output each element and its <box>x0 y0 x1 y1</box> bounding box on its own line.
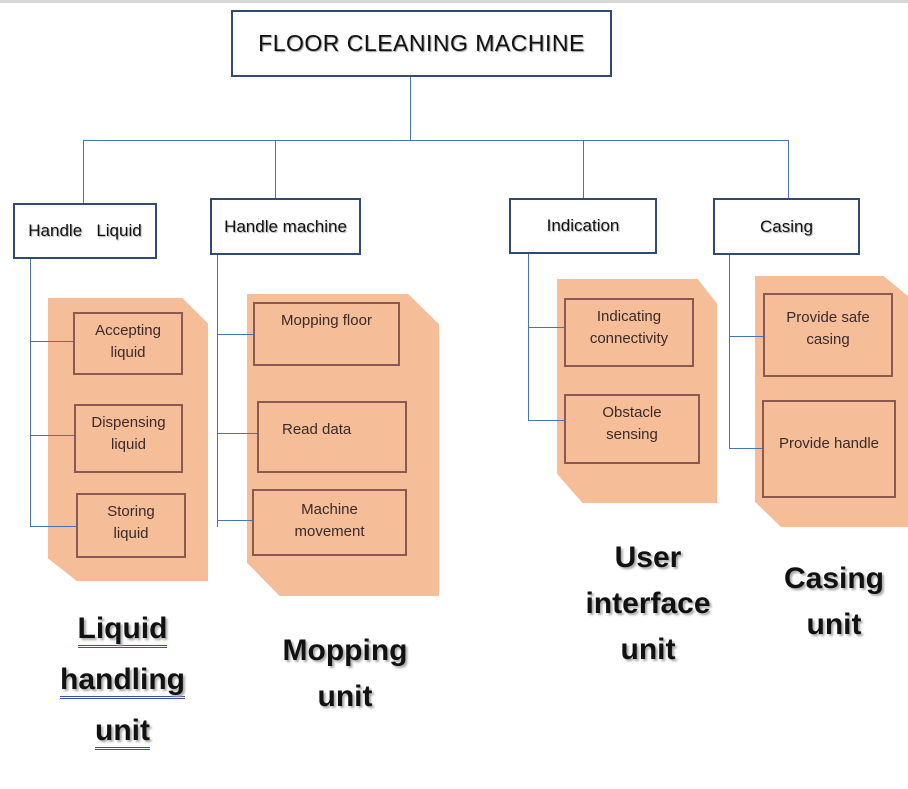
branch-accepting <box>30 341 74 342</box>
branch-storing <box>30 526 77 527</box>
category-label: Handle machine <box>224 216 347 236</box>
leaf-line: liquid <box>110 344 146 361</box>
unit-caption-line: interface <box>585 587 711 620</box>
leaf-indicating-connectivity: Indicating connectivity <box>564 298 694 367</box>
branch-machine-movement <box>217 520 253 521</box>
leaf-line: liquid <box>113 525 149 542</box>
leaf-line: Machine <box>301 501 358 518</box>
window-top-border <box>0 0 908 3</box>
root-node: FLOOR CLEANING MACHINE <box>231 10 612 77</box>
root-label: FLOOR CLEANING MACHINE <box>258 30 585 56</box>
unit-caption-line: unit <box>806 608 862 641</box>
unit-caption-line: Liquid <box>40 603 205 654</box>
spine-indication <box>528 254 529 421</box>
connector-drop-casing <box>788 140 789 198</box>
leaf-accepting-liquid: Accepting liquid <box>73 312 183 375</box>
unit-caption-line: Mopping <box>282 634 408 667</box>
leaf-provide-safe-casing: Provide safe casing <box>763 293 893 377</box>
unit-caption-line: unit <box>317 680 373 713</box>
leaf-line: Obstacle <box>602 404 662 421</box>
unit-caption-line: User <box>614 541 682 574</box>
leaf-line: Provide handle <box>778 435 880 452</box>
branch-handle <box>729 448 763 449</box>
unit-caption-mopping: Mopping unit <box>260 628 430 720</box>
unit-caption-casing: Casing unit <box>758 556 908 648</box>
leaf-line: Provide safe <box>786 309 870 326</box>
category-label: Casing <box>760 216 813 236</box>
leaf-obstacle-sensing: Obstacle sensing <box>564 394 700 464</box>
leaf-line: sensing <box>606 426 658 443</box>
category-label: Indication <box>546 216 620 235</box>
leaf-line: Mopping floor <box>281 312 372 329</box>
category-handle-machine: Handle machine <box>210 198 361 255</box>
leaf-line: Accepting <box>95 322 161 339</box>
unit-caption-line: unit <box>620 633 676 666</box>
unit-caption-line: handling <box>40 654 205 705</box>
leaf-line: Dispensing <box>91 414 166 431</box>
spine-liquid <box>30 259 31 527</box>
connector-drop-handle-liquid <box>83 140 84 203</box>
leaf-line: Read data <box>282 421 352 438</box>
connector-horizontal-bus <box>83 140 789 141</box>
branch-read-data <box>217 433 258 434</box>
spine-casing <box>729 255 730 449</box>
connector-drop-handle-machine <box>275 140 276 198</box>
leaf-storing-liquid: Storing liquid <box>76 493 186 558</box>
leaf-read-data: Read data <box>257 401 407 473</box>
leaf-line: Indicating <box>596 308 662 325</box>
unit-caption-liquid-handling: Liquid handling unit <box>40 603 205 756</box>
leaf-machine-movement: Machine movement <box>252 489 407 556</box>
category-label: Handle Liquid <box>28 221 142 240</box>
category-casing: Casing <box>713 198 860 255</box>
unit-caption-user-interface: User interface unit <box>563 535 733 673</box>
leaf-dispensing-liquid: Dispensing liquid <box>74 404 183 473</box>
branch-mopping-floor <box>217 334 254 335</box>
leaf-line: liquid <box>110 436 147 453</box>
leaf-line: casing <box>806 331 850 348</box>
unit-caption-line: unit <box>40 705 205 756</box>
branch-dispensing <box>30 435 75 436</box>
leaf-mopping-floor: Mopping floor <box>253 302 400 366</box>
leaf-line: connectivity <box>589 330 669 347</box>
leaf-line: movement <box>294 523 365 540</box>
spine-machine <box>217 255 218 527</box>
category-handle-liquid: Handle Liquid <box>13 203 157 259</box>
category-indication: Indication <box>509 198 657 254</box>
branch-safe-casing <box>729 336 764 337</box>
connector-root-down <box>410 76 411 141</box>
unit-caption-line: Casing <box>783 562 885 595</box>
branch-obstacle <box>528 420 565 421</box>
branch-indicating <box>528 327 565 328</box>
connector-drop-indication <box>583 140 584 198</box>
leaf-provide-handle: Provide handle <box>762 400 896 498</box>
leaf-line: Storing <box>107 503 155 520</box>
